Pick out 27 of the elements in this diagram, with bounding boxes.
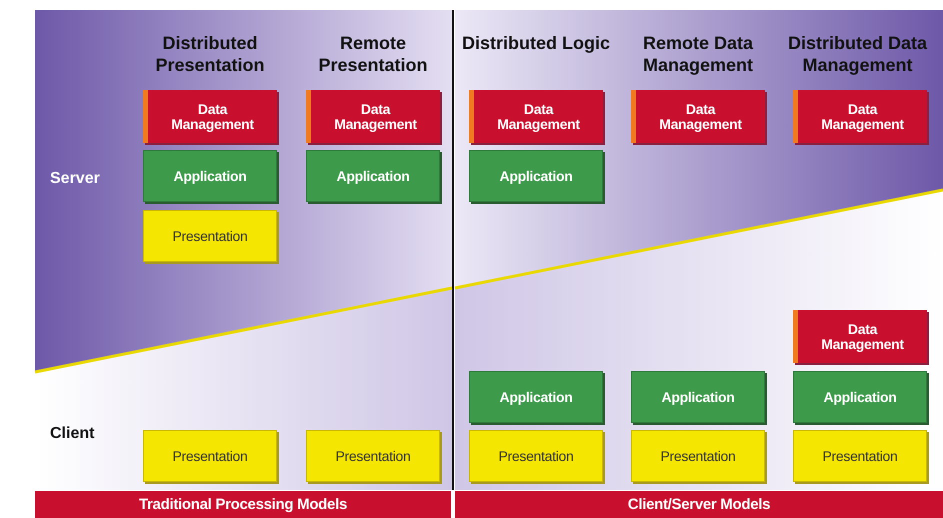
column-heading: Distributed Data Management	[786, 32, 928, 76]
application-box: Application	[631, 371, 765, 423]
column-heading: Remote Data Management	[642, 32, 754, 76]
data-management-box: Data Management	[793, 310, 927, 363]
data-management-box: Data Management	[306, 90, 440, 143]
column-heading: Remote Presentation	[317, 32, 429, 76]
presentation-box: Presentation	[143, 210, 277, 262]
column-heading: Distributed Presentation	[154, 32, 266, 76]
row-label: Server	[50, 169, 100, 189]
application-box: Application	[306, 150, 440, 202]
data-management-box: Data Management	[143, 90, 277, 143]
presentation-box: Presentation	[306, 430, 440, 482]
presentation-box: Presentation	[469, 430, 603, 482]
application-box: Application	[469, 150, 603, 202]
data-management-box: Data Management	[631, 90, 765, 143]
row-label: Client	[50, 424, 94, 444]
column-heading: Distributed Logic	[461, 32, 611, 54]
data-management-box: Data Management	[793, 90, 927, 143]
application-box: Application	[469, 371, 603, 423]
presentation-box: Presentation	[793, 430, 927, 482]
presentation-box: Presentation	[631, 430, 765, 482]
section-banner: Client/Server Models	[455, 491, 943, 518]
data-management-box: Data Management	[469, 90, 603, 143]
application-box: Application	[143, 150, 277, 202]
presentation-box: Presentation	[143, 430, 277, 482]
section-banner: Traditional Processing Models	[35, 491, 451, 518]
application-box: Application	[793, 371, 927, 423]
